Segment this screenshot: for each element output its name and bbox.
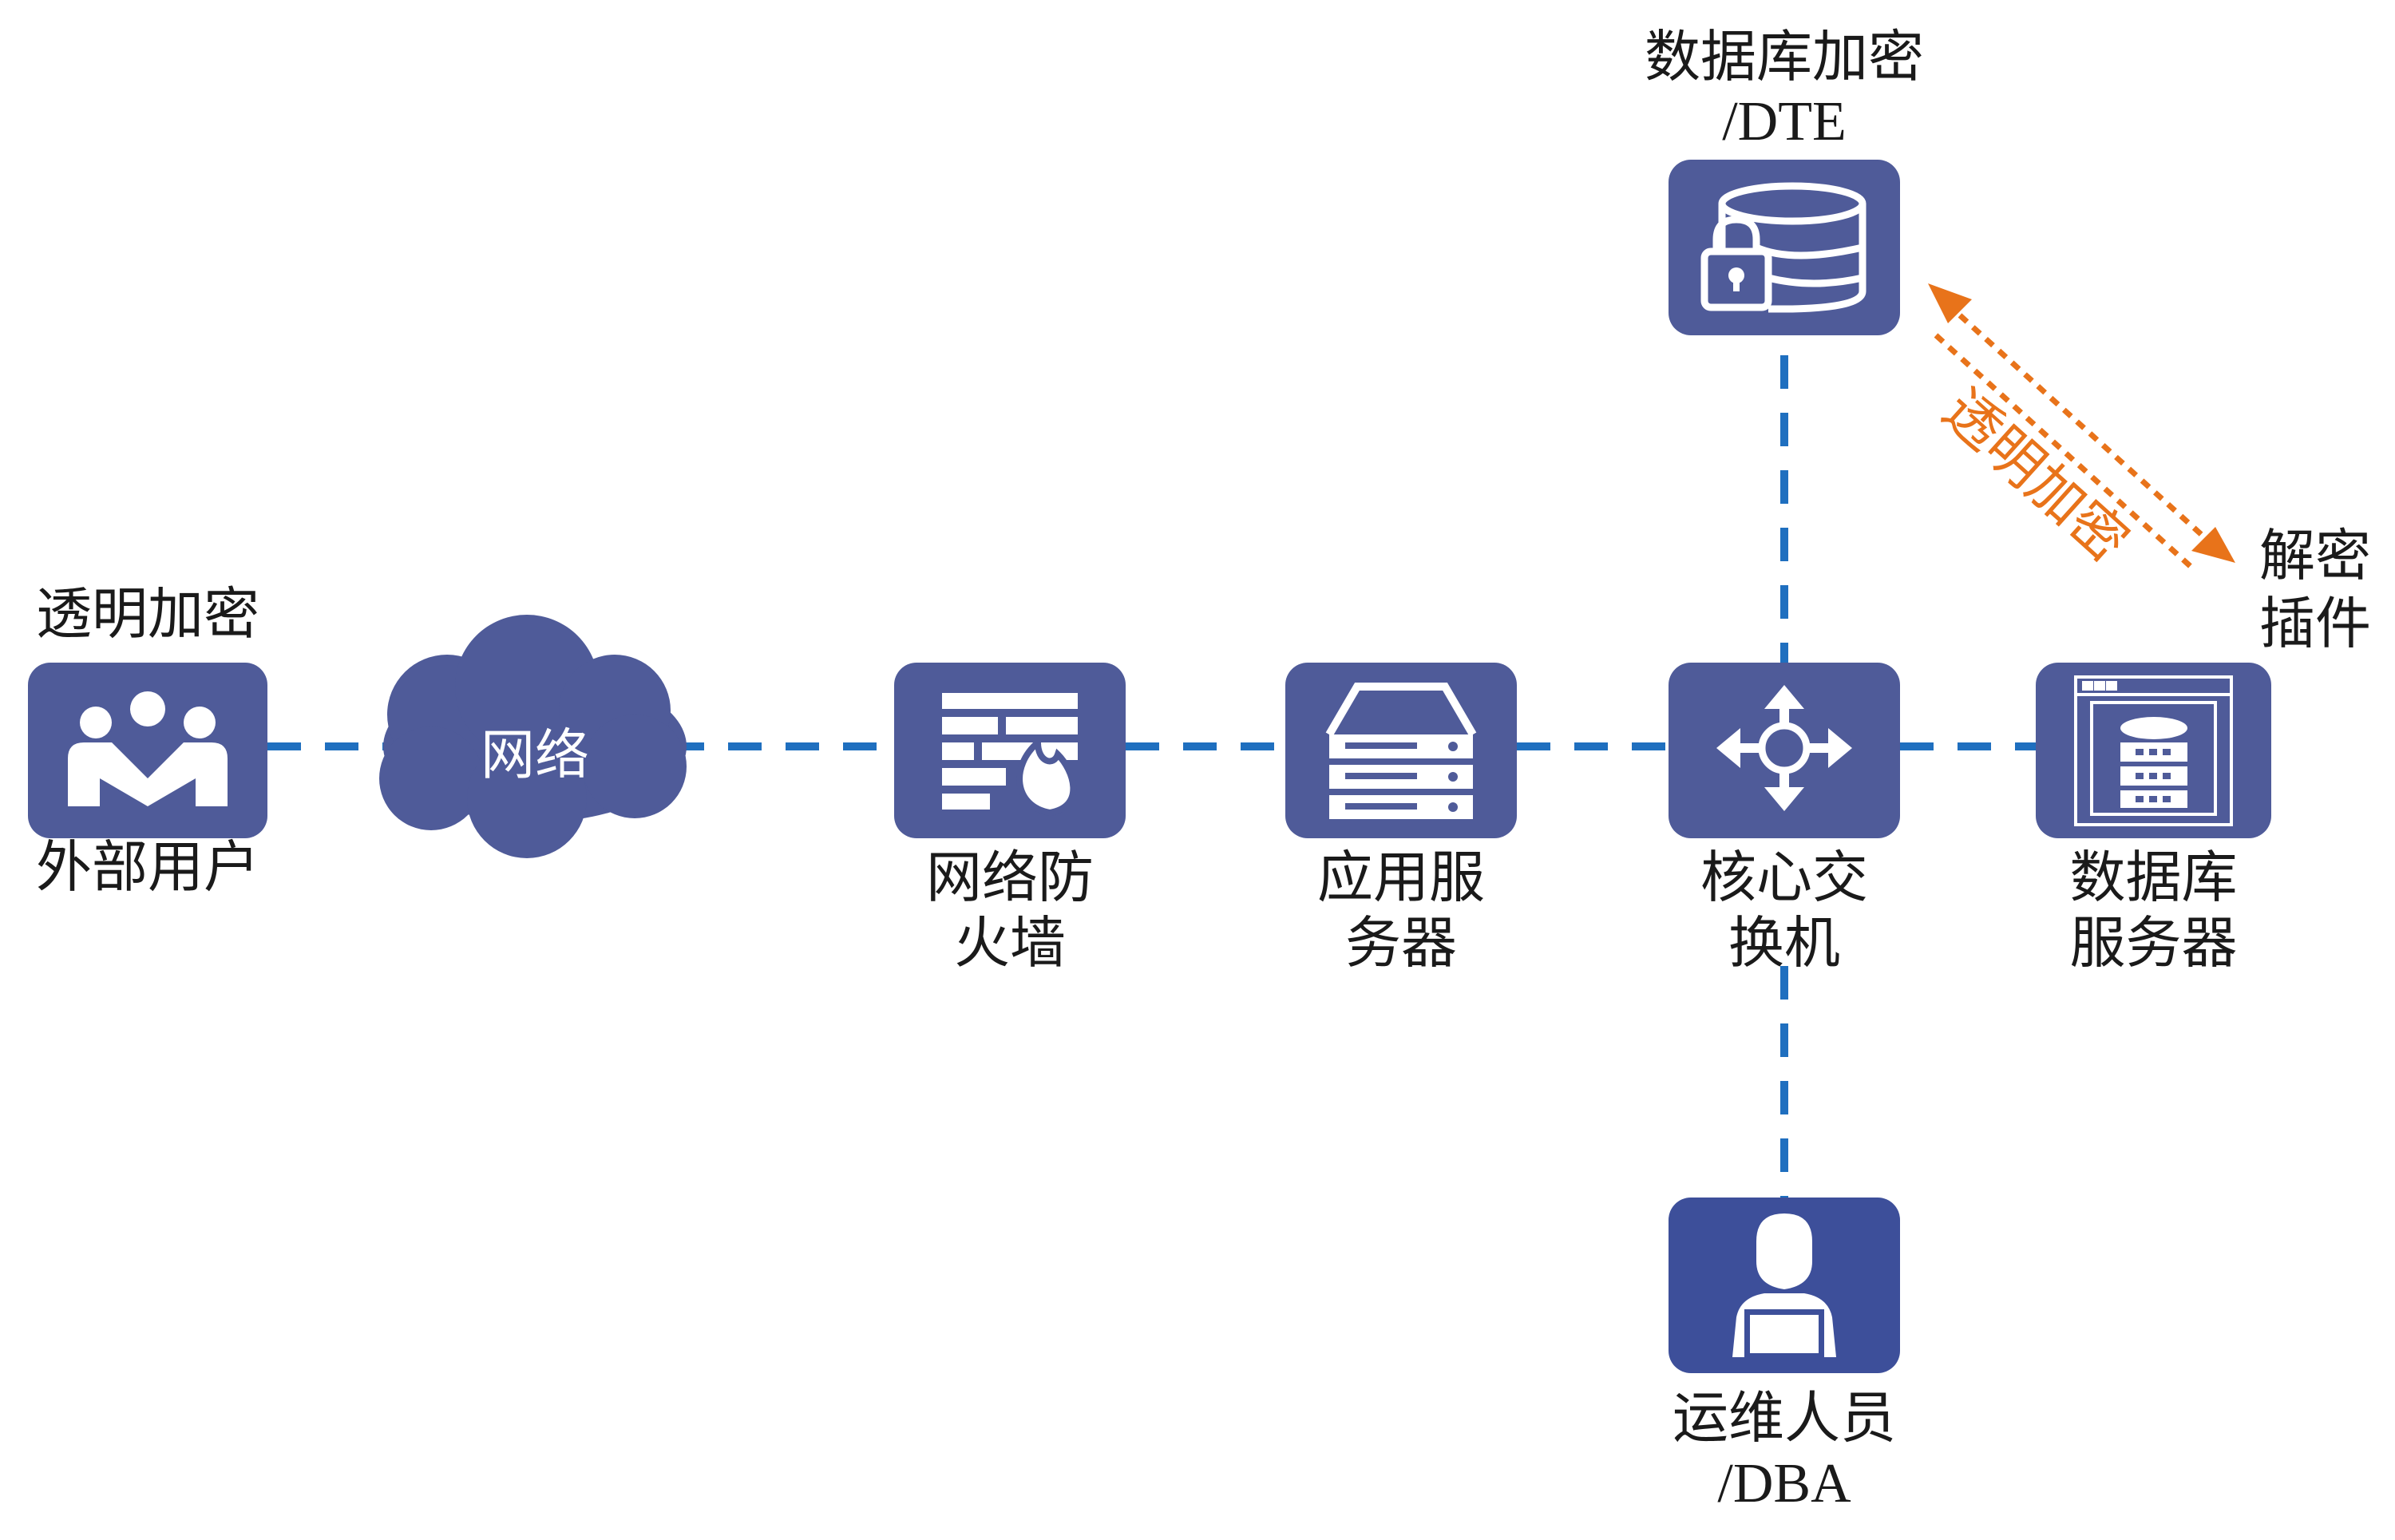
dba-label-line1: 运维人员: [1673, 1385, 1896, 1451]
dte-node: [1669, 160, 1900, 335]
decrypt-plugin-label-line2: 插件: [2259, 591, 2371, 656]
arrow-head-up: [1928, 283, 1972, 323]
network-label: 网络: [480, 724, 589, 787]
external-user-node: [28, 663, 267, 838]
dba-label-line2: /DBA: [1717, 1453, 1851, 1514]
operator-icon: [1732, 1213, 1836, 1357]
app-server-node: [1285, 663, 1517, 838]
switch-icon: [1716, 685, 1852, 811]
core-switch-label-line2: 换机: [1728, 910, 1840, 976]
external-user-top-label: 透明加密: [36, 581, 259, 647]
connectors: [267, 355, 2036, 1198]
app-server-label-line2: 务器: [1345, 910, 1457, 976]
firewall-icon: [942, 693, 1078, 817]
firewall-label-line1: 网络防: [926, 845, 1094, 910]
external-user-label: 外部用户: [36, 834, 259, 900]
app-server-label-line1: 应用服: [1317, 845, 1485, 910]
arrow-head-down: [2191, 527, 2235, 563]
firewall-label-line2: 火墙: [954, 910, 1066, 976]
encryption-arrow: [1928, 283, 2235, 573]
dte-label-line1: 数据库加密: [1645, 24, 1924, 89]
users-icon: [68, 691, 228, 806]
dba-node: [1669, 1198, 1900, 1373]
database-lock-icon: [1700, 182, 1867, 313]
core-switch-node: [1669, 663, 1900, 838]
decrypt-plugin-label-line1: 解密: [2259, 523, 2371, 588]
network-cloud: [379, 615, 687, 858]
db-server-node: [2036, 663, 2271, 838]
db-server-label-line2: 服务器: [2069, 910, 2238, 976]
core-switch-label-line1: 核心交: [1700, 845, 1868, 910]
firewall-node: [894, 663, 1126, 838]
dte-label-line2: /DTE: [1722, 91, 1847, 152]
db-server-label-line1: 数据库: [2069, 845, 2238, 910]
